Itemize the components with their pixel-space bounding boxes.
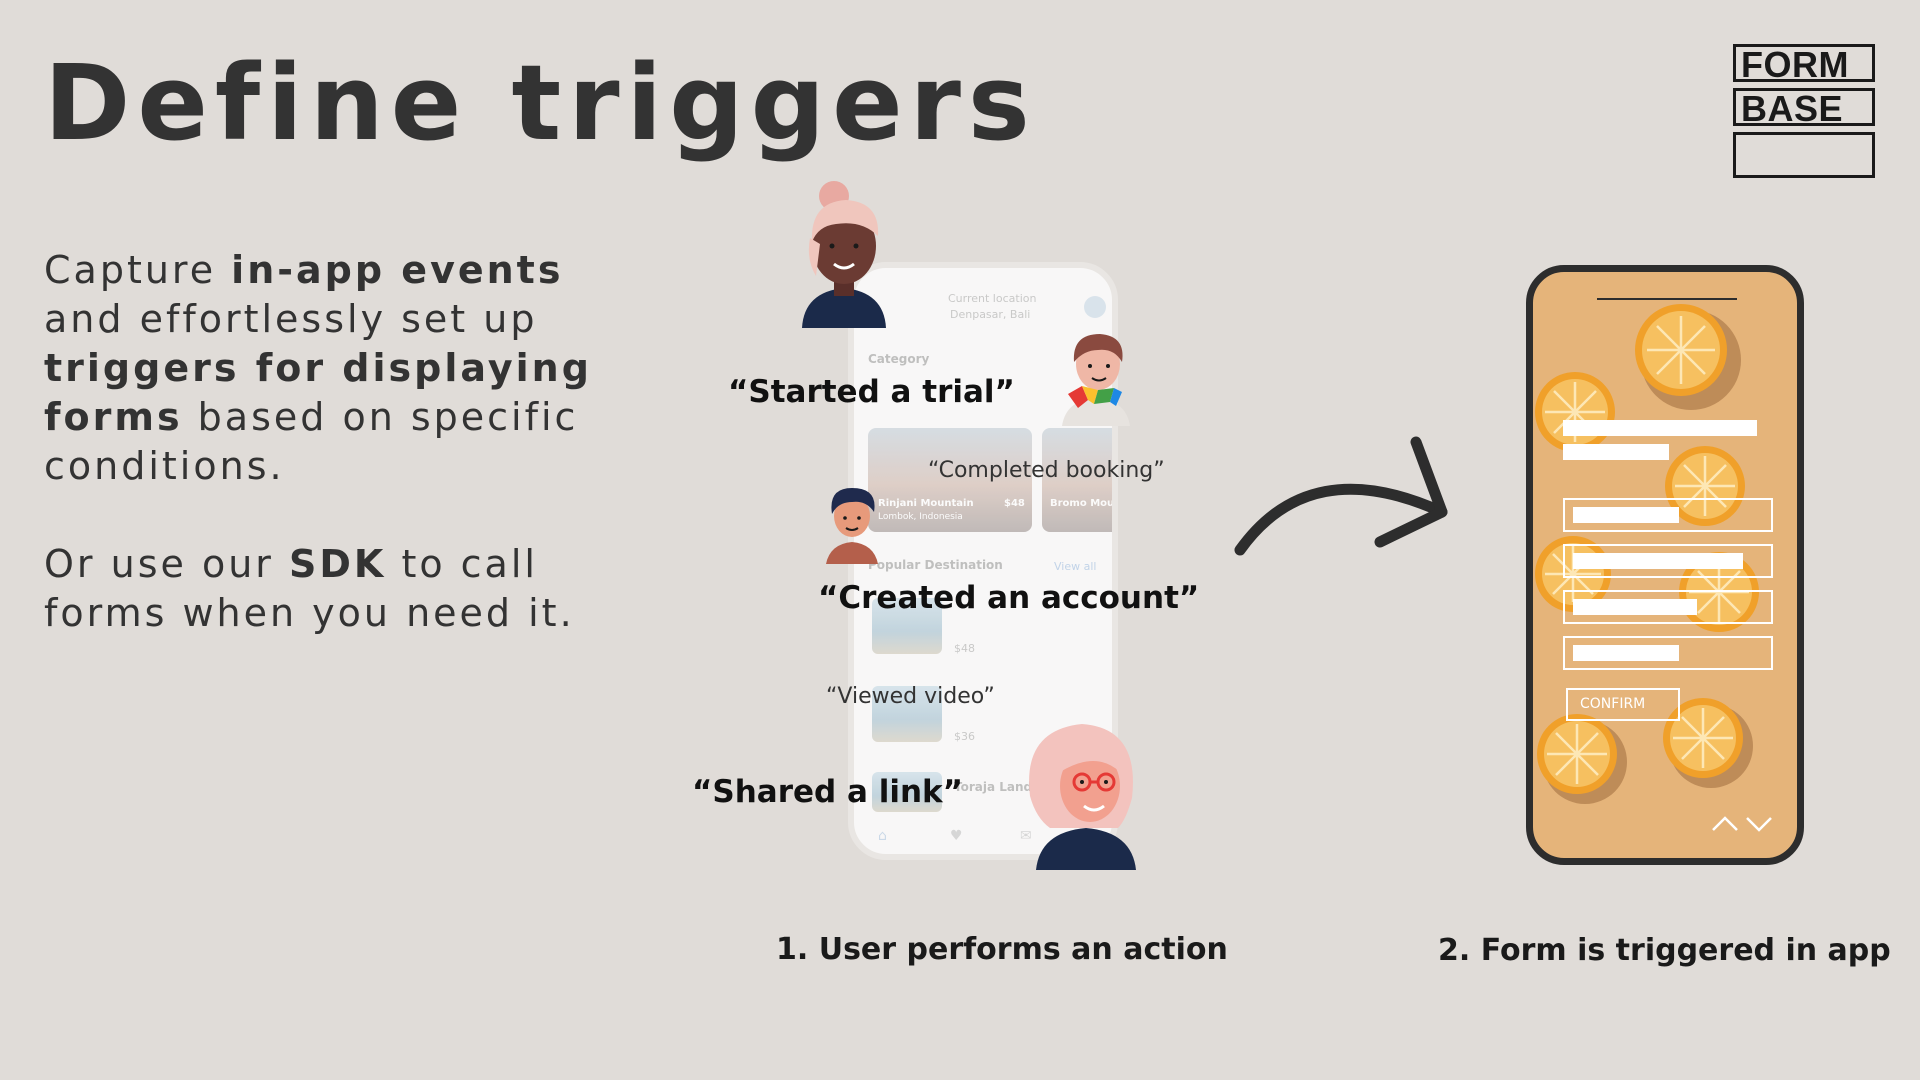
heart-icon[interactable]: ♥ <box>950 828 963 844</box>
category-label: Category <box>868 352 930 366</box>
form-field-3[interactable] <box>1563 590 1773 624</box>
form-subtitle-placeholder <box>1563 444 1669 460</box>
woman-glasses-avatar-icon <box>1029 724 1136 870</box>
curved-arrow-icon <box>1234 436 1448 556</box>
step-2-caption: 2. Form is triggered in app <box>1438 933 1891 968</box>
step-1-caption: 1. User performs an action <box>776 932 1228 967</box>
man-avatar-icon <box>826 488 878 564</box>
trigger-completed-booking: “Completed booking” <box>928 458 1165 483</box>
destination-card-1 <box>868 428 1032 532</box>
page-title: Define triggers <box>44 42 1037 164</box>
popular-label: Popular Destination <box>868 558 1003 572</box>
phone-notch <box>1597 298 1737 300</box>
trigger-viewed-video: “Viewed video” <box>826 684 995 709</box>
item3-title: Toraja Land <box>954 780 1033 794</box>
location-label: Current location <box>948 292 1037 305</box>
chat-icon[interactable]: ✉ <box>1020 828 1032 844</box>
chevron-down-icon[interactable] <box>1746 817 1772 832</box>
trigger-created-account: “Created an account” <box>818 580 1200 616</box>
item2-price: $36 <box>954 730 975 743</box>
trigger-shared-link: “Shared a link” <box>692 774 964 810</box>
form-phone-mockup: CONFIRM <box>1526 265 1804 865</box>
intro-paragraph-sdk: Or use our SDK to call forms when you ne… <box>44 542 575 635</box>
popular-thumb-3 <box>872 772 942 812</box>
card1-subtitle: Lombok, Indonesia <box>878 512 963 522</box>
destination-card-2 <box>1042 428 1112 532</box>
logo-empty-box <box>1733 132 1875 178</box>
intro-text: Capture in-app events and effortlessly s… <box>44 246 604 687</box>
popular-thumb-2 <box>872 686 942 742</box>
woman-avatar-icon <box>802 181 886 328</box>
home-icon[interactable]: ⌂ <box>878 828 887 844</box>
chevron-up-icon[interactable] <box>1712 816 1738 831</box>
intro-paragraph-events: Capture in-app events and effortlessly s… <box>44 248 592 488</box>
item1-price: $48 <box>954 642 975 655</box>
card1-price: $48 <box>1004 498 1025 509</box>
form-title-placeholder <box>1563 420 1757 436</box>
formbase-logo: FORM BASE <box>1733 44 1875 184</box>
popular-thumb-1 <box>872 598 942 654</box>
form-field-1[interactable] <box>1563 498 1773 532</box>
form-field-4[interactable] <box>1563 636 1773 670</box>
trigger-started-trial: “Started a trial” <box>728 374 1015 410</box>
view-all-link[interactable]: View all <box>1054 560 1097 573</box>
card2-title: Bromo Mountain <box>1050 498 1115 509</box>
logo-base-text: BASE <box>1733 88 1875 126</box>
location-value: Denpasar, Bali <box>950 308 1031 321</box>
logo-form-text: FORM <box>1733 44 1875 82</box>
card1-title: Rinjani Mountain <box>878 498 974 509</box>
form-nav-arrows <box>1712 816 1772 832</box>
man-scarf-avatar-icon <box>1062 334 1130 426</box>
form-field-2[interactable] <box>1563 544 1773 578</box>
profile-avatar <box>1084 296 1106 318</box>
app-phone-mockup: Current location Denpasar, Bali Category… <box>848 262 1118 860</box>
confirm-button[interactable]: CONFIRM <box>1566 688 1680 721</box>
